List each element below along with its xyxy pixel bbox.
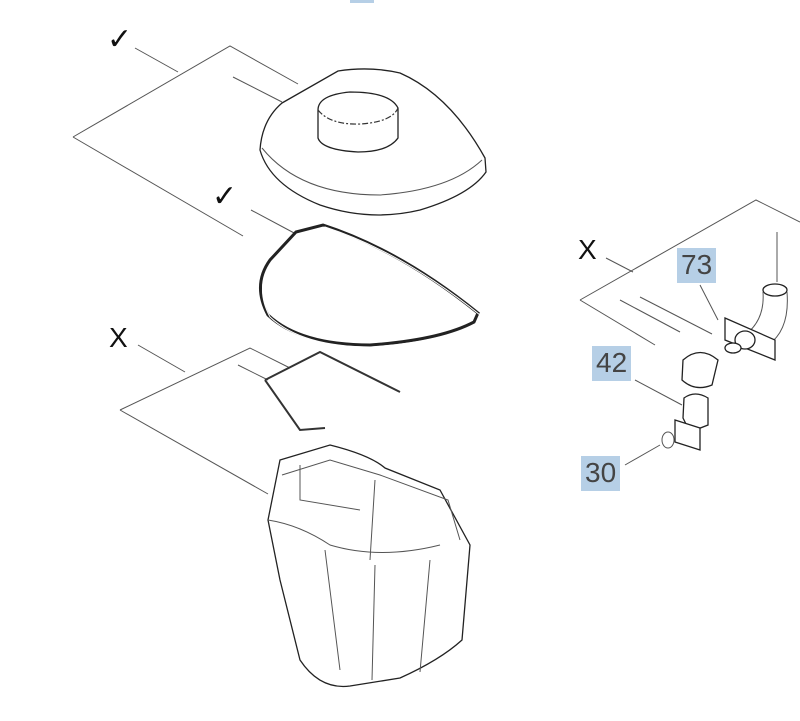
tank-container <box>267 444 471 688</box>
pipe-x-mark: X <box>578 234 597 265</box>
cover-leader <box>72 45 299 237</box>
gasket <box>259 223 480 347</box>
pipe-assembly <box>661 232 788 451</box>
top-highlight <box>350 0 374 3</box>
wire-frame <box>264 350 401 432</box>
gasket-check-mark: ✓ <box>212 180 238 213</box>
top-cover <box>259 68 487 216</box>
callout-30[interactable]: 30 <box>581 456 621 491</box>
pipe-leader <box>579 199 800 466</box>
callout-73[interactable]: 73 <box>677 248 717 283</box>
frame-x-mark: X <box>109 322 128 353</box>
callout-42[interactable]: 42 <box>592 346 632 381</box>
cover-check-mark: ✓ <box>107 23 133 56</box>
frame-leader <box>119 344 291 495</box>
gasket-leader <box>250 209 297 235</box>
